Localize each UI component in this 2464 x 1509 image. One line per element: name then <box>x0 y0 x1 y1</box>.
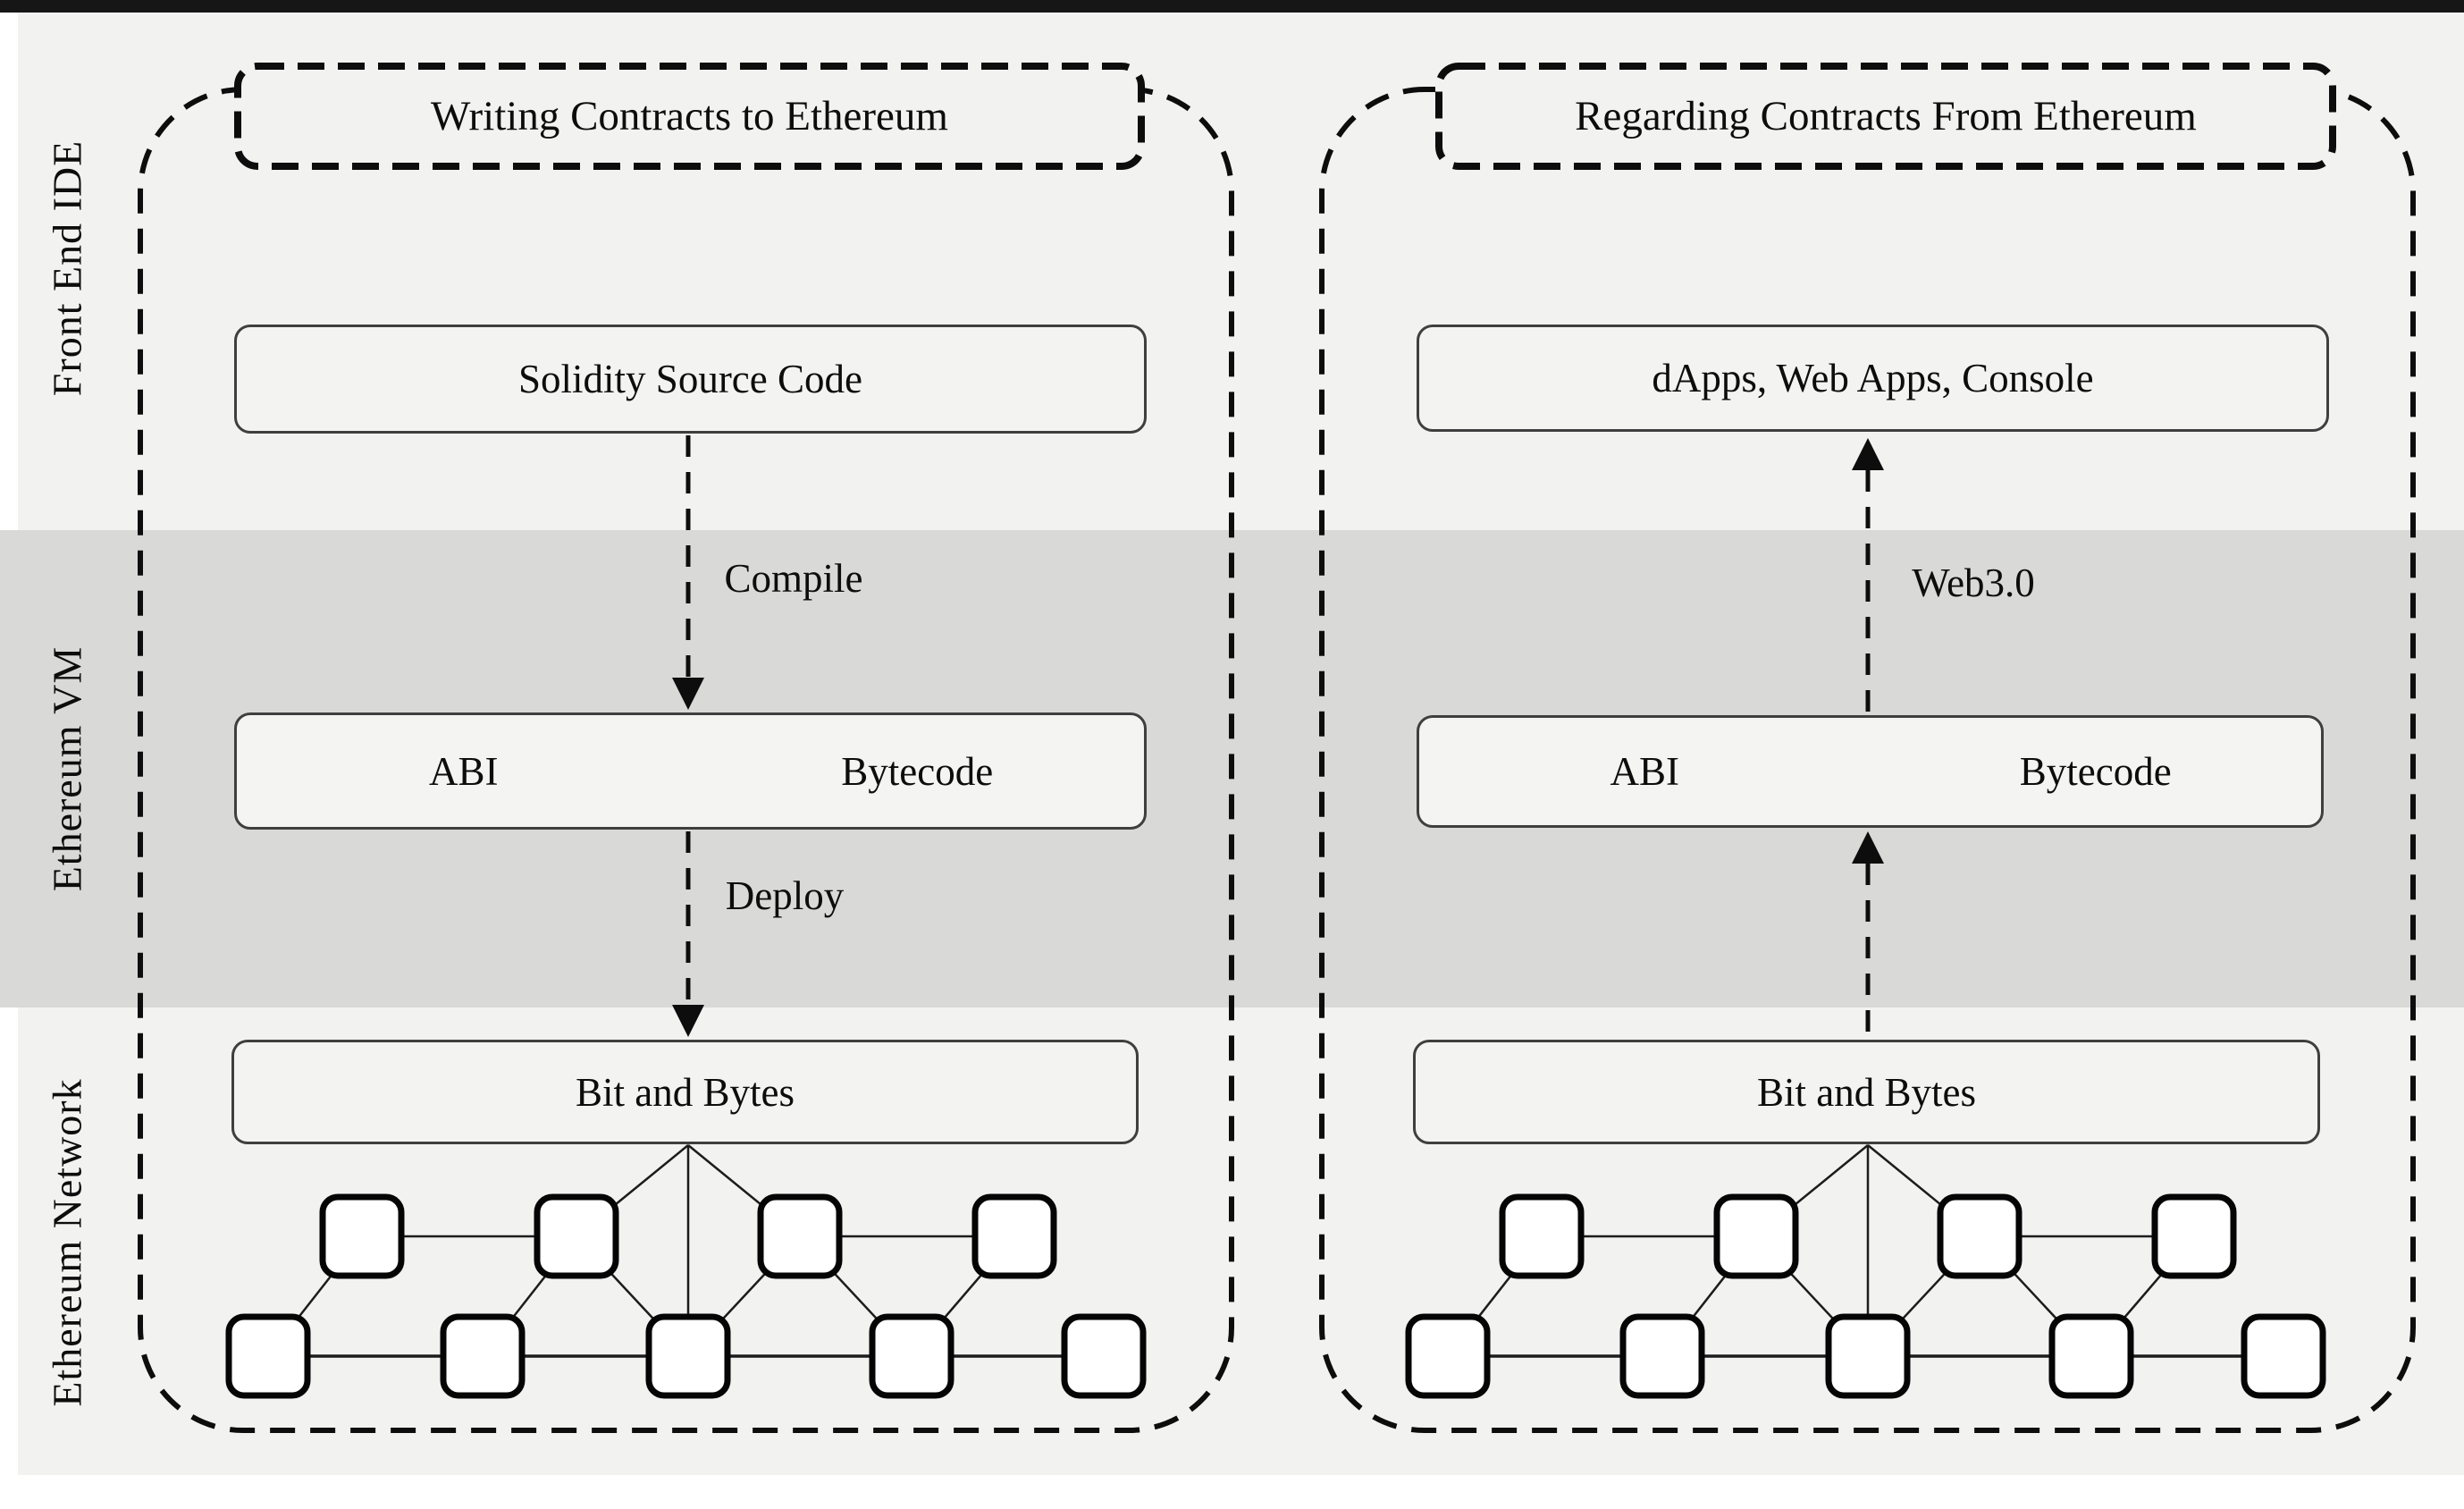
solidity-source-code-box: Solidity Source Code <box>234 325 1147 434</box>
network-node <box>319 1193 405 1279</box>
left-bytecode-label: Bytecode <box>841 748 994 794</box>
network-node <box>1619 1313 1705 1399</box>
network-node <box>1713 1193 1799 1279</box>
web3-label: Web3.0 <box>1912 561 2035 605</box>
network-node <box>757 1193 843 1279</box>
compile-arrowhead-down <box>672 678 704 710</box>
web3-arrowhead-up <box>1852 438 1884 470</box>
band-label-ethereum-vm: Ethereum VM <box>44 645 90 892</box>
right-bytecode-label: Bytecode <box>2019 749 2172 794</box>
right-bit-and-bytes-box: Bit and Bytes <box>1413 1040 2320 1144</box>
network-node <box>1061 1313 1147 1399</box>
network-node <box>1825 1313 1911 1399</box>
network-node <box>2151 1193 2237 1279</box>
network-node <box>645 1313 731 1399</box>
network-node <box>1937 1193 2022 1279</box>
compile-label: Compile <box>724 556 863 601</box>
band-label-front-end-ide: Front End IDE <box>44 139 90 397</box>
network-node <box>2048 1313 2134 1399</box>
left-title-box: Writing Contracts to Ethereum <box>234 63 1145 170</box>
right-bit-and-bytes-label: Bit and Bytes <box>1757 1069 1976 1115</box>
top-black-bar <box>0 0 2464 13</box>
right-title-text: Regarding Contracts From Ethereum <box>1575 93 2197 139</box>
network-node <box>869 1313 954 1399</box>
left-title-box-border <box>234 63 1145 170</box>
left-bit-and-bytes-label: Bit and Bytes <box>576 1069 795 1115</box>
solidity-source-code-label: Solidity Source Code <box>518 357 862 401</box>
deploy-label: Deploy <box>725 873 845 918</box>
network-node <box>1499 1193 1585 1279</box>
dapps-web-apps-console-label: dApps, Web Apps, Console <box>1652 356 2094 400</box>
left-abi-label: ABI <box>429 748 499 794</box>
network-node <box>2241 1313 2326 1399</box>
right-title-box-border <box>1435 63 2336 170</box>
right-abi-bytecode-box: ABI Bytecode <box>1417 715 2324 828</box>
right-abi-label: ABI <box>1610 749 1680 794</box>
dapps-web-apps-console-box: dApps, Web Apps, Console <box>1417 325 2329 432</box>
network-node <box>440 1313 526 1399</box>
network-node <box>534 1193 619 1279</box>
deploy-arrowhead-down <box>672 1005 704 1037</box>
network-node <box>1405 1313 1491 1399</box>
network-node <box>971 1193 1057 1279</box>
network-node <box>225 1313 311 1399</box>
right-title-box: Regarding Contracts From Ethereum <box>1435 63 2336 170</box>
right-lower-arrowhead-up <box>1852 831 1884 864</box>
left-title-text: Writing Contracts to Ethereum <box>431 93 948 139</box>
band-label-ethereum-network: Ethereum Network <box>44 1078 90 1407</box>
left-abi-bytecode-box: ABI Bytecode <box>234 712 1147 830</box>
left-bit-and-bytes-box: Bit and Bytes <box>231 1040 1139 1144</box>
